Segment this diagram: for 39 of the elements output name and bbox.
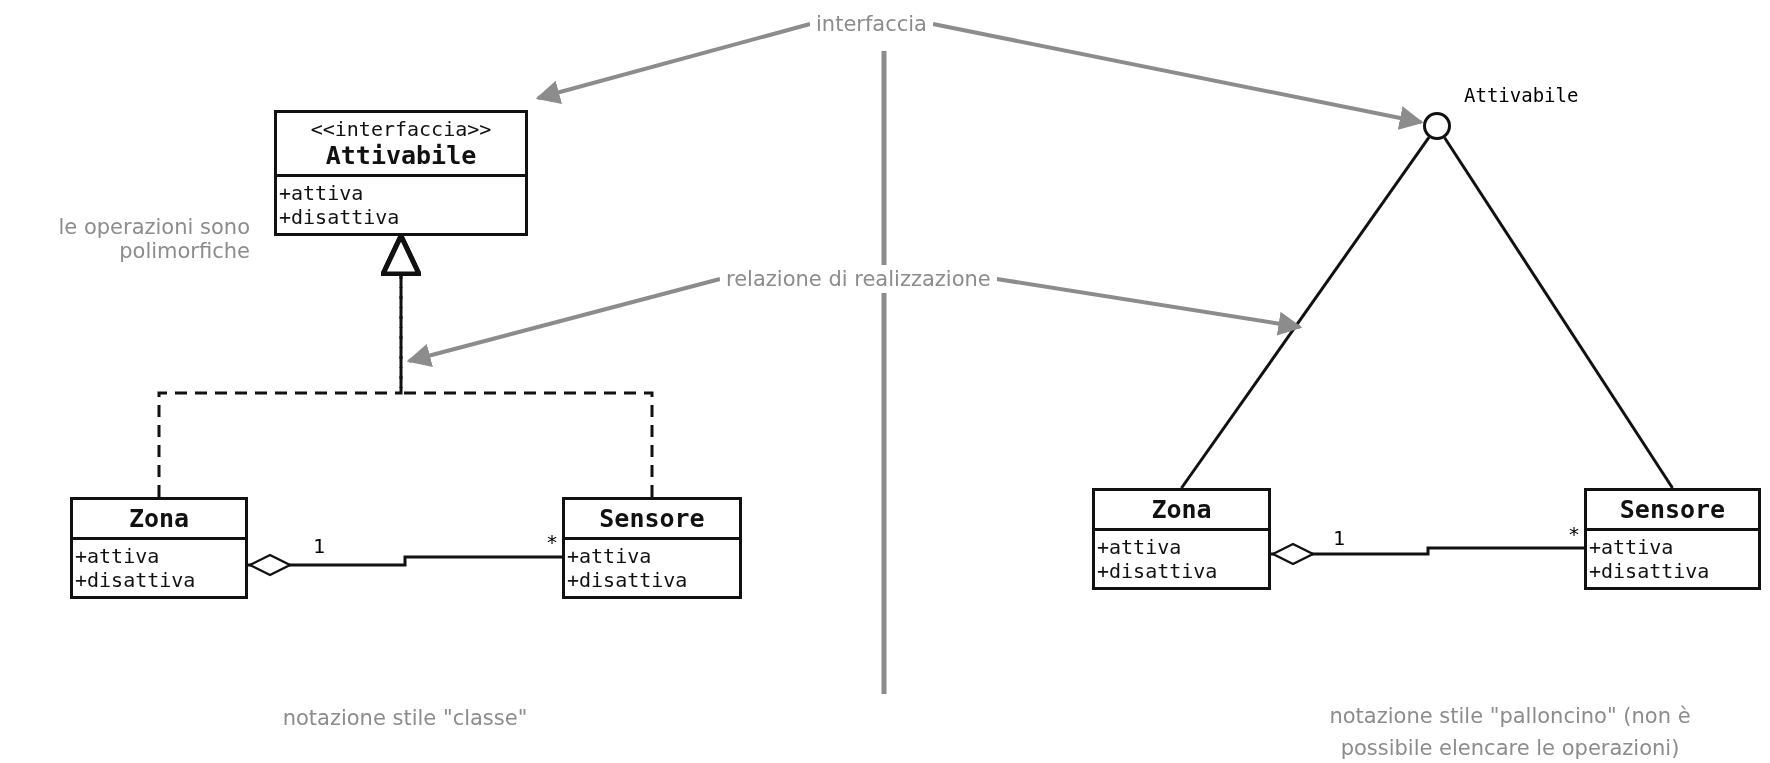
operation-text: +disattiva — [279, 205, 401, 229]
multiplicity-label: 1 — [1333, 526, 1346, 550]
class-name: Attivabile — [324, 141, 478, 170]
operation-text: +attiva — [1589, 535, 1675, 559]
class-box — [1584, 488, 1761, 590]
multiplicity-label: * — [1568, 522, 1581, 546]
leader-arrow — [932, 22, 1424, 130]
caption-text: notazione stile "palloncino" (non è possibile elencare le operazioni) — [1328, 703, 1692, 762]
class-name: Sensore — [598, 504, 706, 533]
note-text: le operazioni sono polimorfiche — [58, 215, 250, 263]
interface-name: Attivabile — [1464, 84, 1579, 106]
connector-line — [1443, 136, 1674, 489]
connector-line — [1180, 136, 1431, 489]
aggregation-line — [1271, 542, 1584, 566]
interface-circle — [1423, 112, 1451, 140]
multiplicity-label: * — [546, 530, 559, 554]
aggregation-line — [248, 553, 562, 577]
operation-text: +disattiva — [75, 568, 197, 592]
leader-arrow — [535, 22, 811, 104]
operation-text: +attiva — [75, 544, 161, 568]
operation-text: +attiva — [1097, 535, 1183, 559]
caption-text: notazione stile "classe" — [281, 706, 529, 730]
operation-text: +disattiva — [1097, 559, 1219, 583]
class-box — [70, 497, 248, 599]
leader-arrow — [406, 277, 721, 368]
operation-text: +disattiva — [567, 568, 689, 592]
class-name: Sensore — [1618, 495, 1727, 524]
multiplicity-label: 1 — [313, 534, 326, 558]
class-name: Zona — [127, 504, 191, 533]
class-box — [562, 497, 742, 599]
operation-text: +attiva — [279, 181, 365, 205]
class-name: Zona — [1150, 495, 1213, 524]
operation-text: +disattiva — [1589, 559, 1711, 583]
operation-text: +attiva — [567, 544, 653, 568]
stereotype-text: <<interfaccia>> — [309, 117, 493, 141]
class-box — [1092, 488, 1271, 590]
class-box — [274, 110, 528, 236]
leader-arrow — [996, 277, 1303, 336]
annotation-text: relazione di realizzazione — [720, 265, 997, 293]
